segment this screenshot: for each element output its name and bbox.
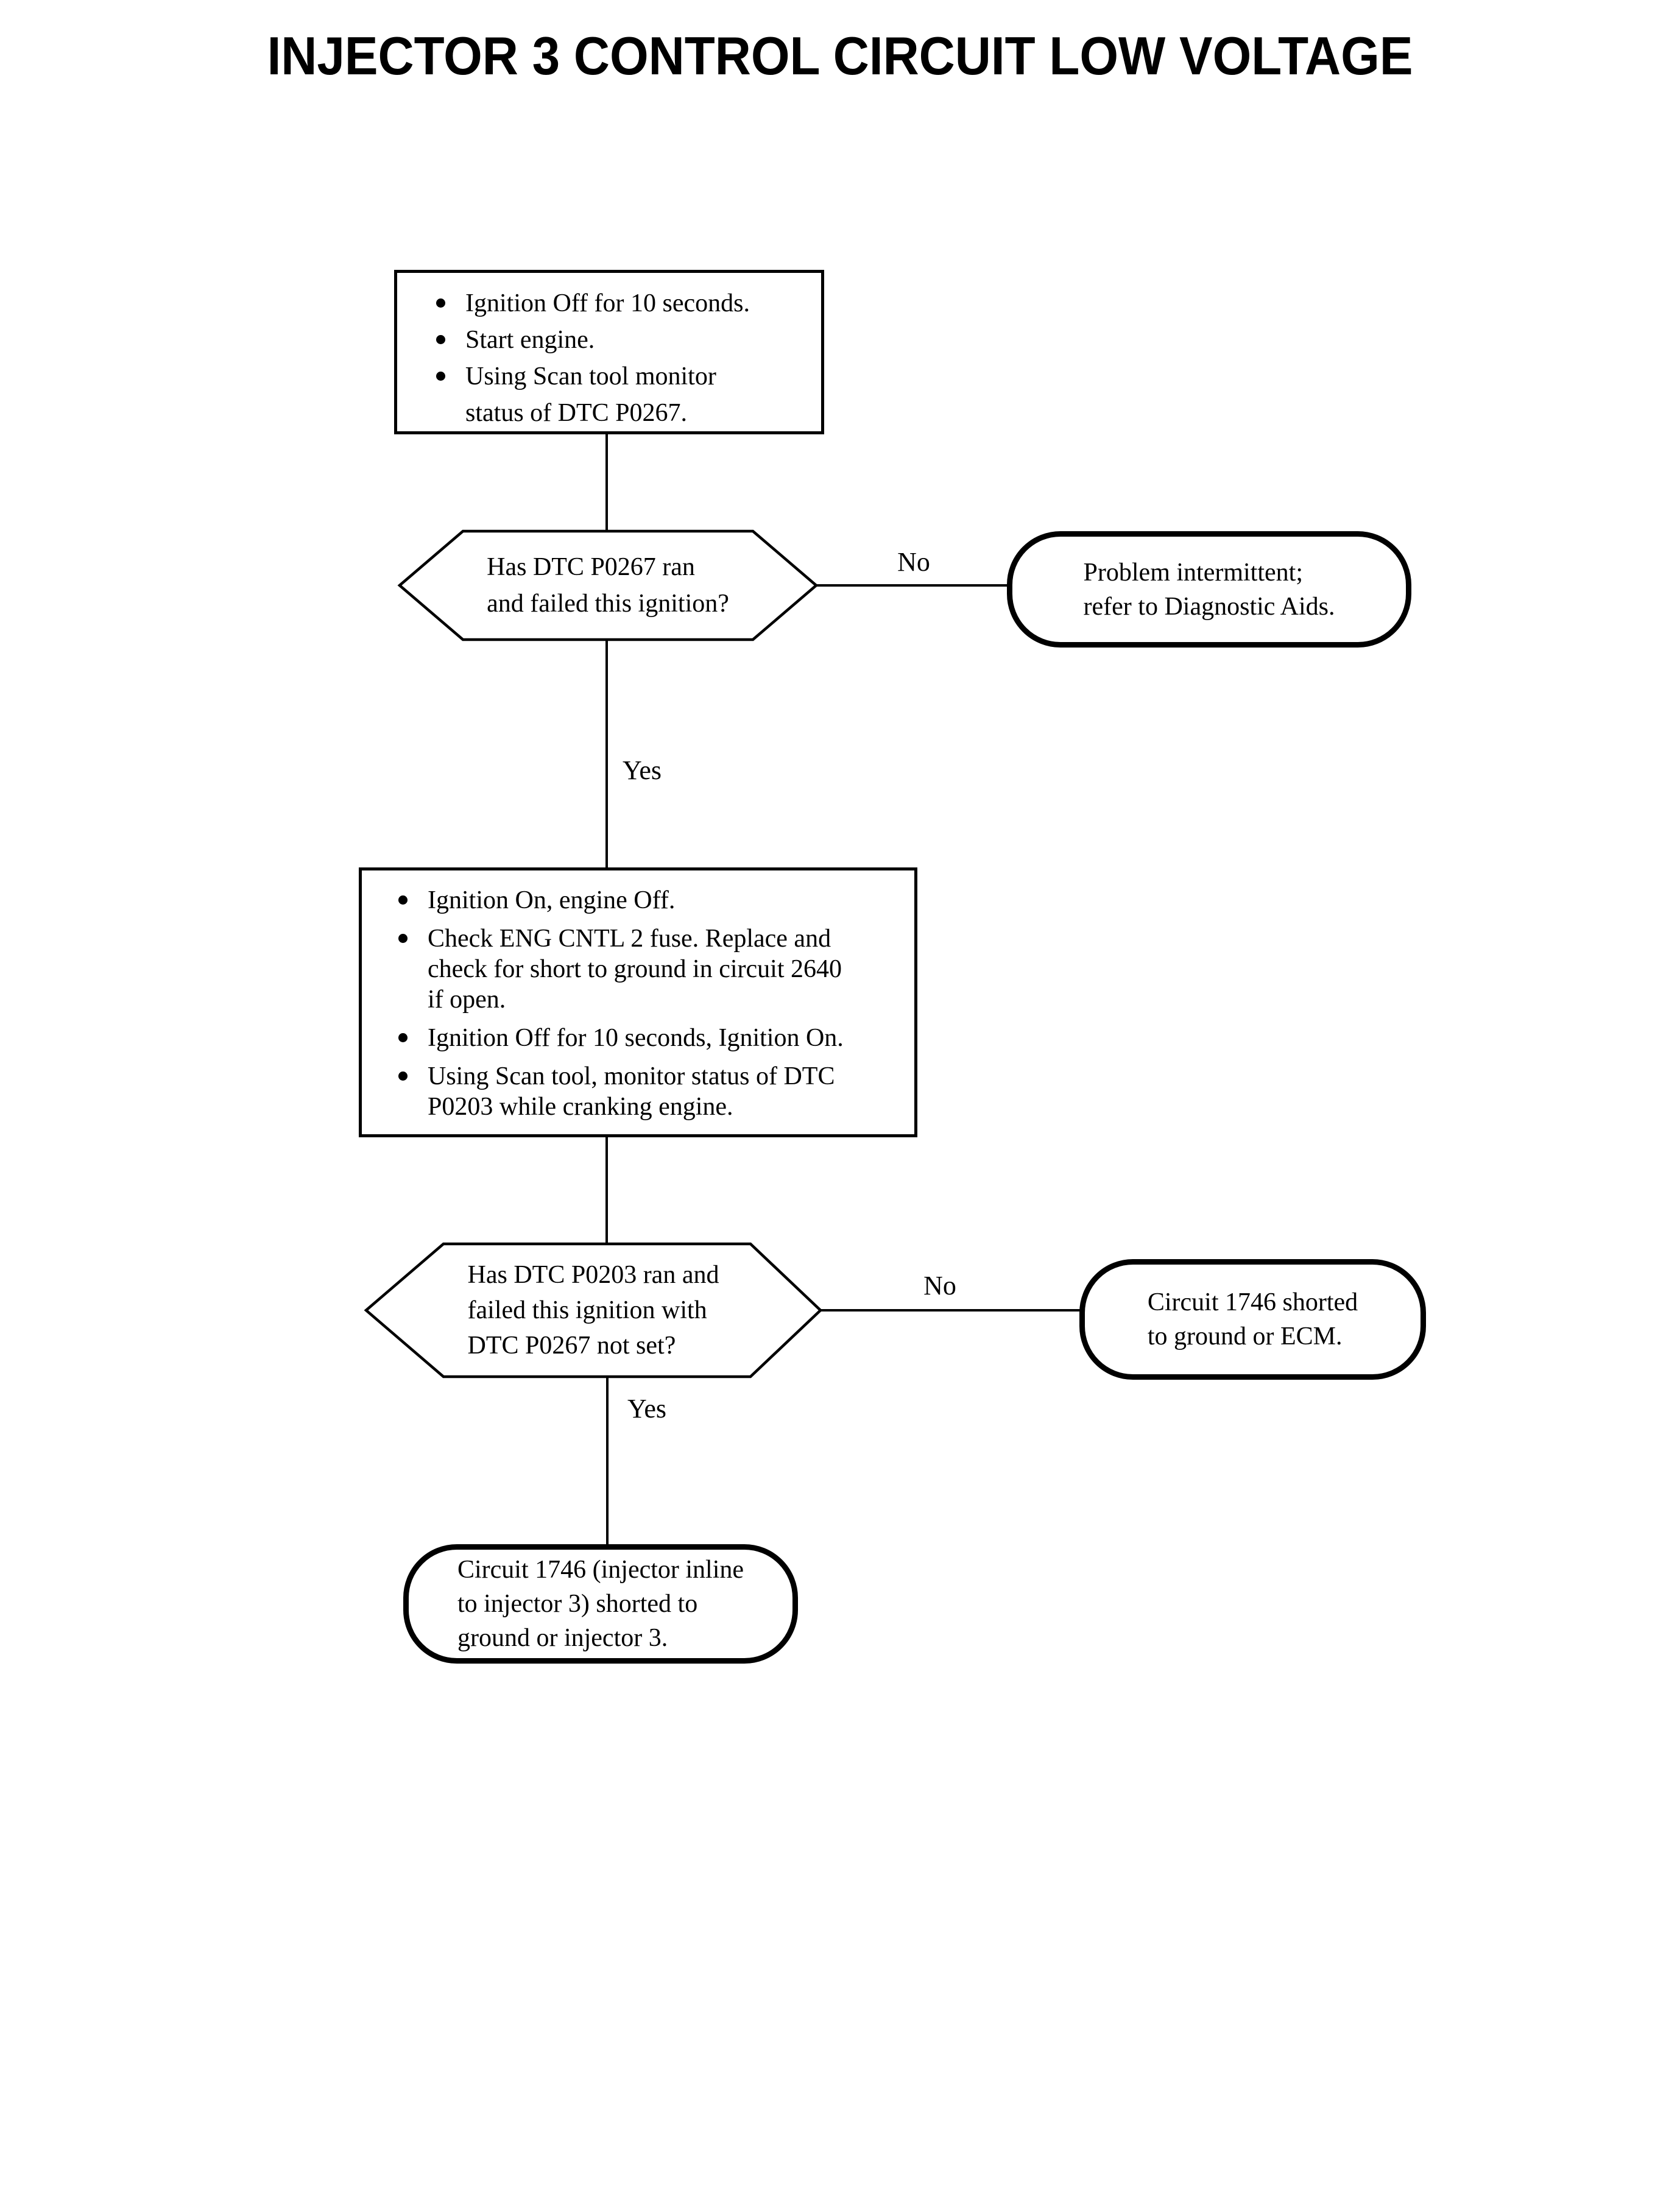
decision1-question: Has DTC P0267 ran and failed this igniti…: [487, 553, 729, 618]
terminal-text: Circuit 1746 (injector inline to injecto…: [457, 1556, 744, 1652]
terminal-text: Problem intermittent; refer to Diagnosti…: [1083, 558, 1335, 621]
bullet-item: Ignition Off for 10 seconds, Ignition On…: [397, 1023, 905, 1053]
terminal-circuit-shorted-ecm: Circuit 1746 shorted to ground or ECM.: [1079, 1259, 1426, 1380]
decision2-yes-label: Yes: [627, 1394, 667, 1424]
step1-process-box: Ignition Off for 10 seconds. Start engin…: [394, 270, 824, 434]
decision1-hexagon: [397, 529, 819, 641]
decision1-no-label: No: [897, 547, 930, 577]
decision2-question: Has DTC P0203 ran and failed this igniti…: [467, 1261, 719, 1360]
bullet-item: Start engine.: [435, 322, 806, 358]
bullet-item: Ignition On, engine Off.: [397, 885, 905, 916]
decision2-hexagon: [364, 1242, 823, 1379]
bullet-item: Ignition Off for 10 seconds.: [435, 285, 806, 322]
decision1-yes-label: Yes: [623, 755, 662, 785]
page-title: INJECTOR 3 CONTROL CIRCUIT LOW VOLTAGE: [267, 26, 1413, 86]
decision2-no-label: No: [923, 1271, 956, 1301]
bullet-item: Using Scan tool monitor status of DTC P0…: [435, 358, 806, 431]
terminal-circuit-shorted-injector: Circuit 1746 (injector inline to injecto…: [403, 1544, 798, 1664]
terminal-problem-intermittent: Problem intermittent; refer to Diagnosti…: [1007, 531, 1411, 648]
bullet-item: Using Scan tool, monitor status of DTC P…: [397, 1061, 905, 1122]
step2-process-box: Ignition On, engine Off. Check ENG CNTL …: [359, 867, 917, 1137]
step2-bullet-list: Ignition On, engine Off. Check ENG CNTL …: [362, 870, 914, 1122]
step1-bullet-list: Ignition Off for 10 seconds. Start engin…: [397, 273, 821, 431]
bullet-item: Check ENG CNTL 2 fuse. Replace and check…: [397, 923, 905, 1015]
terminal-text: Circuit 1746 shorted to ground or ECM.: [1147, 1288, 1358, 1350]
